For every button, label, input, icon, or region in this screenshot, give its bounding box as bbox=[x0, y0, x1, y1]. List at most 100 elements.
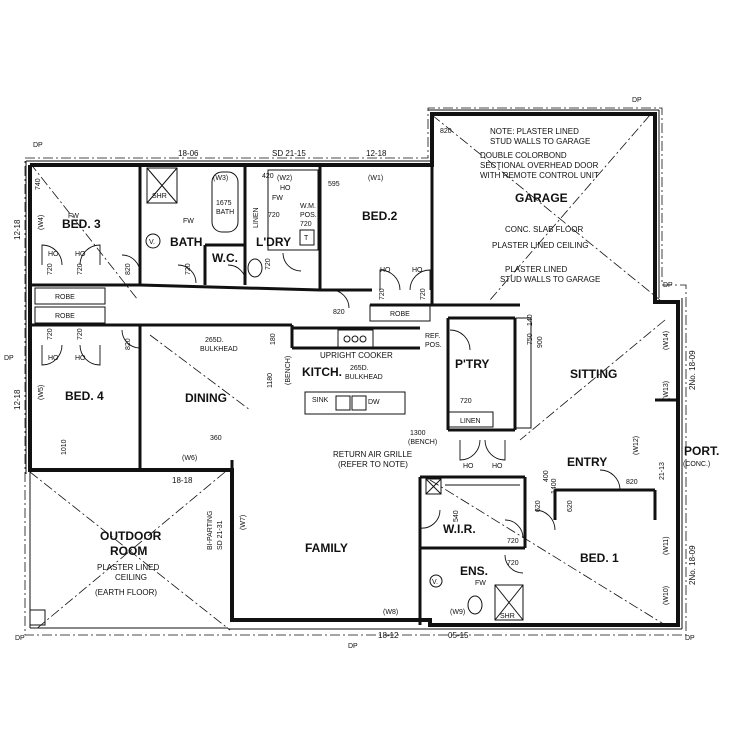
room-wir: W.I.R. bbox=[443, 522, 476, 536]
dim-bottom-a: 18-12 bbox=[378, 631, 399, 640]
window-w1: (W1) bbox=[368, 175, 383, 182]
outdoor-note-1: PLASTER LINED bbox=[97, 563, 159, 572]
fw-label-2: FW bbox=[183, 218, 194, 225]
upright-cooker-note: UPRIGHT COOKER bbox=[320, 351, 393, 360]
dim-1300: 1300 bbox=[410, 430, 426, 437]
v-label-1: V. bbox=[149, 239, 155, 246]
dim-400: 400 bbox=[543, 470, 550, 482]
shr-label-1: SHR bbox=[152, 193, 167, 200]
dp-label-6: DP bbox=[685, 635, 695, 642]
fw-label-1: FW bbox=[68, 213, 79, 220]
dim-720-f: 720 bbox=[268, 212, 280, 219]
sink-label: SINK bbox=[312, 397, 329, 404]
dim-top-left: 18-06 bbox=[178, 149, 199, 158]
ho-label-7: HO bbox=[412, 267, 423, 274]
room-porch-note: (CONC.) bbox=[683, 461, 710, 468]
fw-label-4: FW bbox=[475, 580, 486, 587]
dim-540: 540 bbox=[453, 510, 460, 522]
dim-720-d: 720 bbox=[77, 328, 84, 340]
room-laundry: L'DRY bbox=[256, 235, 291, 249]
dim-top-right: 12-18 bbox=[366, 149, 387, 158]
room-outdoor-line2: ROOM bbox=[110, 544, 147, 558]
shr-label-2: SHR bbox=[500, 613, 515, 620]
dp-label-5: DP bbox=[348, 643, 358, 650]
t-label: T bbox=[304, 235, 309, 242]
window-w10: (W10) bbox=[663, 586, 670, 605]
dp-label-7: DP bbox=[663, 282, 673, 289]
garage-note-4: SECTIONAL OVERHEAD DOOR bbox=[480, 161, 599, 170]
eave-lines bbox=[24, 107, 687, 636]
garage-note-3: DOUBLE COLORBOND bbox=[480, 151, 567, 160]
fixture-labels: ROBE ROBE ROBE LINEN LINEN SHR SHR FW FW… bbox=[48, 185, 515, 620]
room-bed2: BED.2 bbox=[362, 209, 398, 223]
outdoor-note-3: (EARTH FLOOR) bbox=[95, 588, 157, 597]
window-w13: (W13) bbox=[663, 381, 670, 400]
dim-720-i: 720 bbox=[420, 288, 427, 300]
robe-label-2: ROBE bbox=[55, 313, 75, 320]
linen-label-1: LINEN bbox=[253, 207, 260, 228]
dim-740: 740 bbox=[35, 178, 42, 190]
ho-label-8: HO bbox=[463, 463, 474, 470]
garage-note-6: CONC. SLAB FLOOR bbox=[505, 225, 583, 234]
v-label-2: V. bbox=[432, 579, 438, 586]
wm-pos-1: W.M. bbox=[300, 203, 316, 210]
window-w6: (W6) bbox=[182, 455, 197, 462]
bench-note-1: (BENCH) bbox=[285, 356, 292, 385]
window-w9: (W9) bbox=[450, 609, 465, 616]
room-entry: ENTRY bbox=[567, 455, 607, 469]
room-bath: BATH bbox=[170, 235, 202, 249]
dim-720-h: 720 bbox=[379, 288, 386, 300]
dim-360: 360 bbox=[210, 435, 222, 442]
bulkhead-note-b2: BULKHEAD bbox=[345, 374, 383, 381]
room-kitchen: KITCH. bbox=[302, 365, 342, 379]
garage-note-1: NOTE: PLASTER LINED bbox=[490, 127, 579, 136]
room-porch: PORT. bbox=[684, 444, 719, 458]
ho-label-3: HO bbox=[48, 355, 59, 362]
dim-1010: 1010 bbox=[61, 439, 68, 455]
bulkhead-note-b1: 265D. bbox=[350, 365, 369, 372]
robe-label-1: ROBE bbox=[55, 294, 75, 301]
dim-right-bottom: 2No. 18-09 bbox=[688, 545, 697, 585]
dim-720-l: 720 bbox=[507, 560, 519, 567]
window-w3: (W3) bbox=[213, 175, 228, 182]
window-w14: (W14) bbox=[663, 331, 670, 350]
dim-180: 180 bbox=[270, 333, 277, 345]
ho-label-2: HO bbox=[75, 251, 86, 258]
ho-label-4: HO bbox=[75, 355, 86, 362]
garage-note-7: PLASTER LINED CEILING bbox=[492, 241, 588, 250]
dim-1400: 1400 bbox=[551, 478, 558, 494]
dim-750: 750 bbox=[527, 333, 534, 345]
dim-right-top: 2No. 18-09 bbox=[688, 350, 697, 390]
dp-label-1: DP bbox=[33, 142, 43, 149]
dim-720-a: 720 bbox=[47, 263, 54, 275]
dim-900: 900 bbox=[537, 336, 544, 348]
dim-720-g: 720 bbox=[300, 221, 312, 228]
ref-pos-2: POS. bbox=[425, 342, 442, 349]
bath-size-1: 1675 bbox=[216, 200, 232, 207]
robe-label-3: ROBE bbox=[390, 311, 410, 318]
dim-left-bottom: 12-18 bbox=[13, 389, 22, 410]
ho-label-5: HO bbox=[280, 185, 291, 192]
window-w7: (W7) bbox=[240, 515, 247, 530]
return-air-note-1: RETURN AIR GRILLE bbox=[333, 450, 412, 459]
room-dining: DINING bbox=[185, 391, 227, 405]
dp-label-3: DP bbox=[4, 355, 14, 362]
room-wc: W.C. bbox=[212, 251, 238, 265]
bench-note-2: (BENCH) bbox=[408, 439, 437, 446]
dim-720-j: 720 bbox=[460, 398, 472, 405]
ho-label-9: HO bbox=[492, 463, 503, 470]
dim-outdoor-top: 18-18 bbox=[172, 476, 193, 485]
dim-bottom-b: 05-15 bbox=[448, 631, 469, 640]
window-w11: (W11) bbox=[663, 536, 670, 555]
linen-label-2: LINEN bbox=[460, 418, 481, 425]
notes: NOTE: PLASTER LINED STUD WALLS TO GARAGE… bbox=[4, 97, 695, 650]
room-bed3: BED. 3 bbox=[62, 217, 101, 231]
dimensions: 18-06 SD 21-15 12-18 12-18 12-18 2No. 18… bbox=[13, 128, 697, 640]
ho-label-1: HO bbox=[48, 251, 59, 258]
bath-size-2: BATH bbox=[216, 209, 234, 216]
dim-720-c: 720 bbox=[47, 328, 54, 340]
dim-720-k: 720 bbox=[507, 538, 519, 545]
room-family: FAMILY bbox=[305, 541, 348, 555]
dim-top-sd: SD 21-15 bbox=[272, 149, 306, 158]
